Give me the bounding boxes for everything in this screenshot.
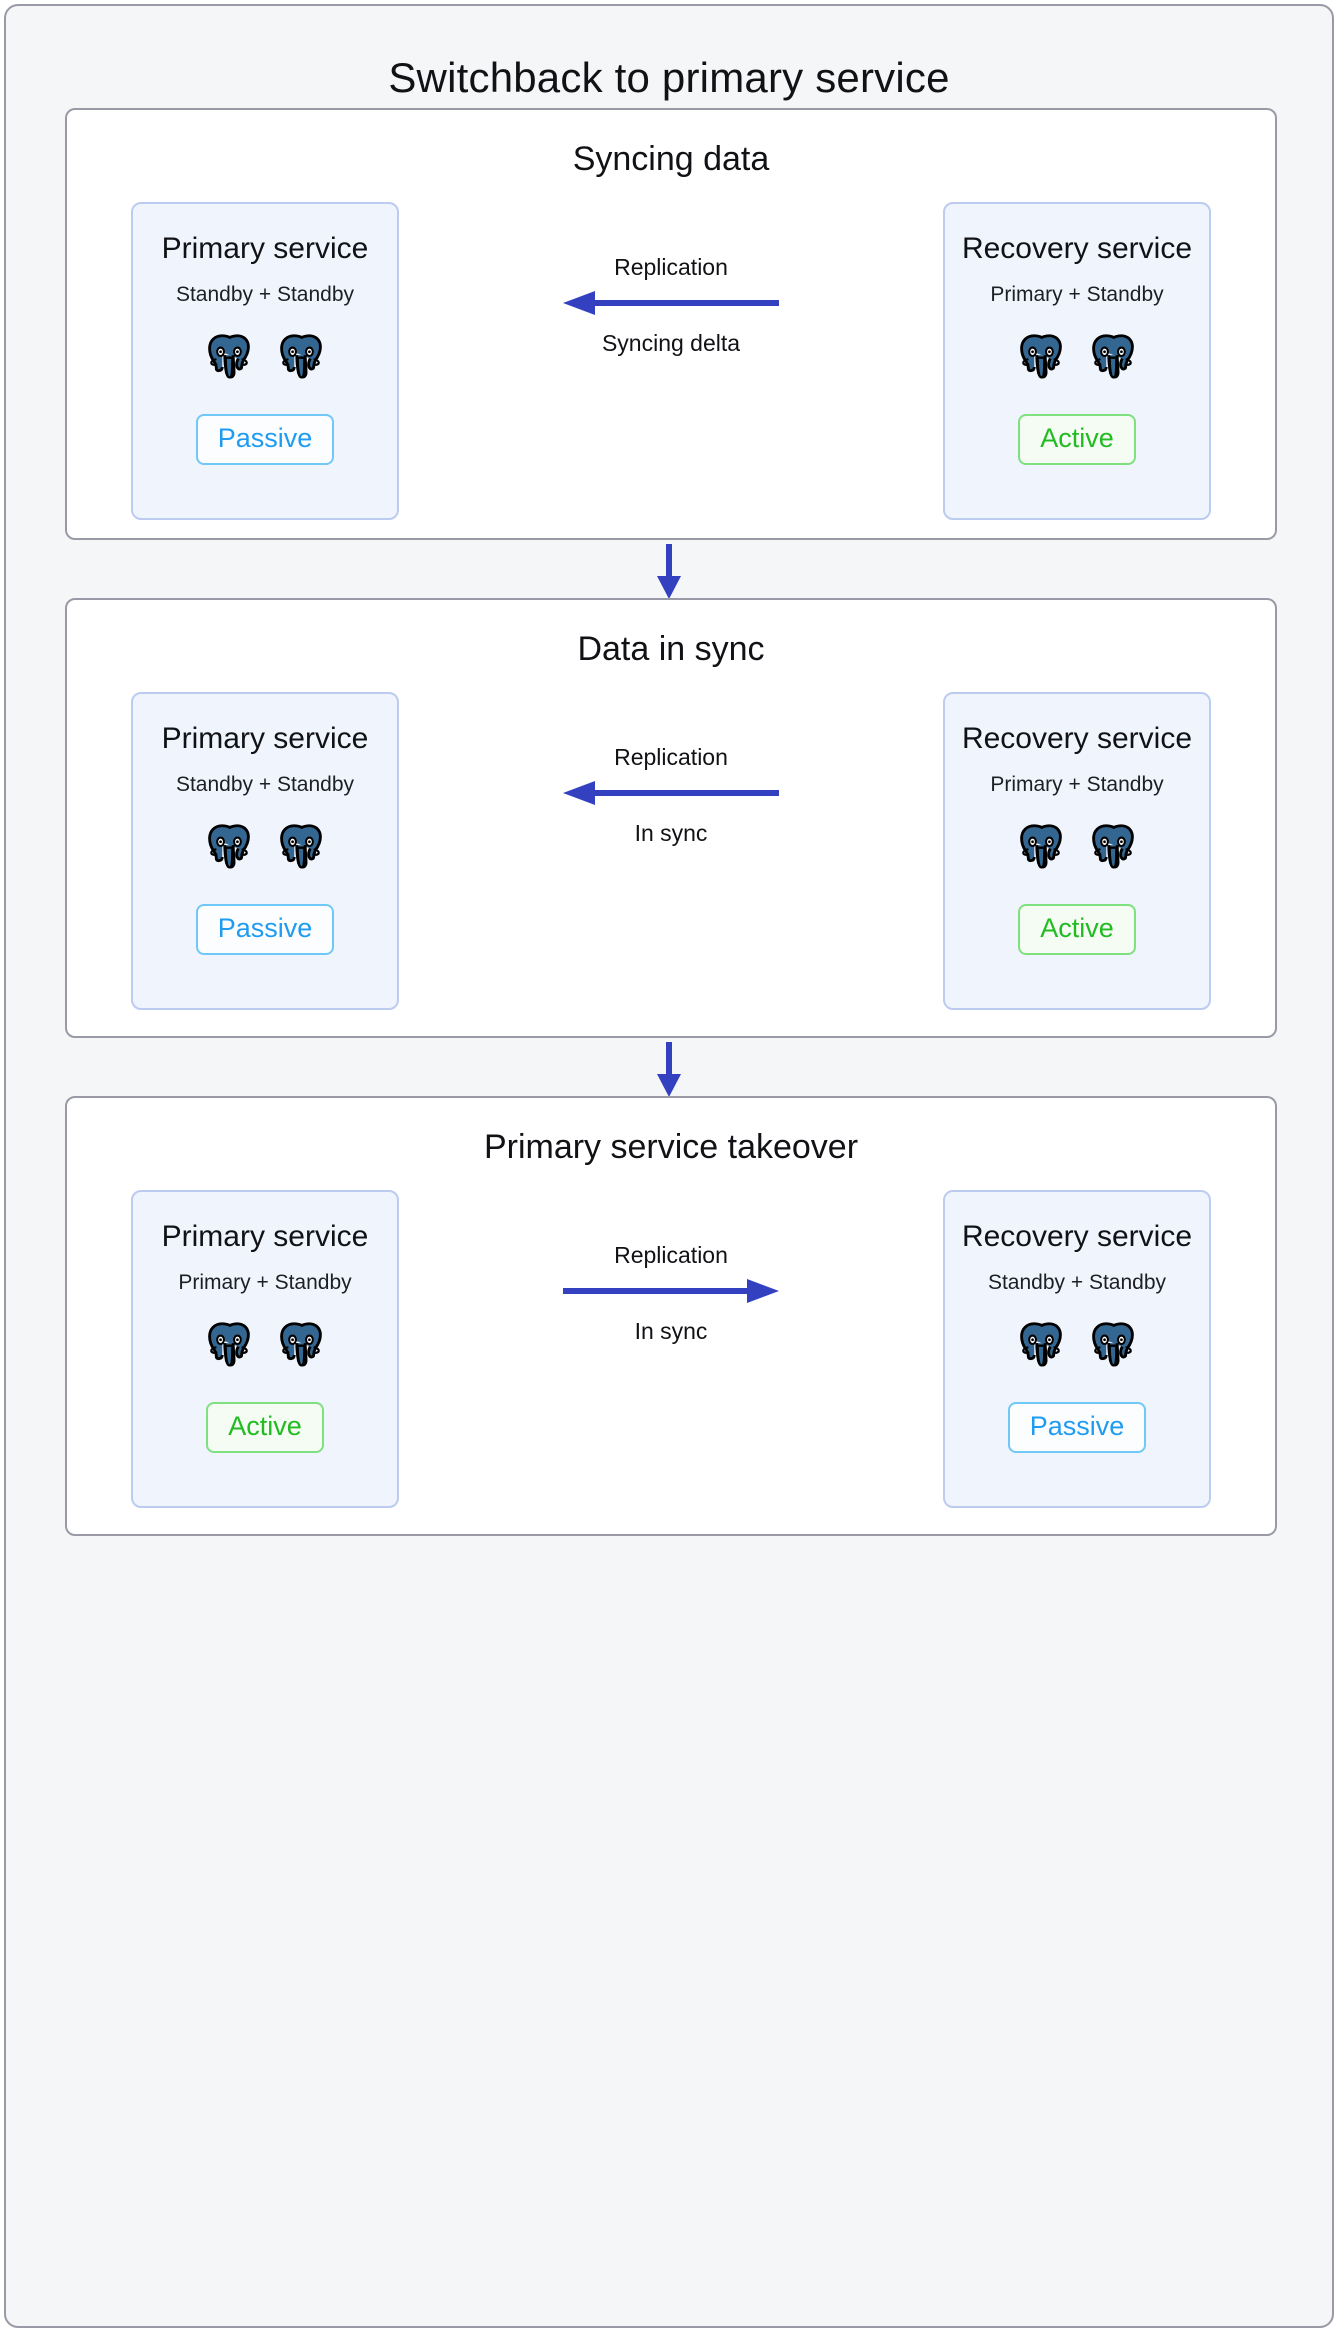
status-badge: Active bbox=[206, 1402, 324, 1454]
status-badge: Passive bbox=[195, 414, 335, 466]
service-name: Primary service bbox=[161, 1220, 369, 1253]
service-name: Recovery service bbox=[961, 232, 1193, 265]
replication-connector: Replication In sync bbox=[399, 692, 943, 1010]
recovery-service-box[interactable]: Recovery service Primary + Standby bbox=[943, 202, 1211, 520]
replication-connector: Replication Syncing delta bbox=[399, 202, 943, 520]
node-group bbox=[1014, 1317, 1140, 1376]
stage-panel: Primary service takeover Primary service… bbox=[65, 1096, 1277, 1536]
stage-panel: Data in sync Primary service Standby + S… bbox=[65, 598, 1277, 1038]
stage-title: Syncing data bbox=[572, 140, 770, 178]
postgresql-elephant-icon bbox=[202, 1317, 256, 1376]
service-roles: Primary + Standby bbox=[178, 1271, 352, 1294]
stage-title: Data in sync bbox=[577, 630, 765, 668]
postgresql-elephant-icon bbox=[1014, 329, 1068, 388]
service-name: Primary service bbox=[161, 232, 369, 265]
primary-service-box[interactable]: Primary service Standby + Standby bbox=[131, 692, 399, 1010]
service-roles: Standby + Standby bbox=[175, 773, 355, 796]
postgresql-elephant-icon bbox=[274, 819, 328, 878]
node-group bbox=[202, 819, 328, 878]
service-roles: Primary + Standby bbox=[990, 773, 1164, 796]
diagram-title: Switchback to primary service bbox=[388, 54, 950, 101]
status-badge: Passive bbox=[1007, 1402, 1147, 1454]
stage-body: Primary service Standby + Standby bbox=[67, 692, 1275, 1010]
recovery-service-box[interactable]: Recovery service Primary + Standby bbox=[943, 692, 1211, 1010]
replication-sublabel: In sync bbox=[634, 1318, 708, 1344]
primary-service-box[interactable]: Primary service Standby + Standby bbox=[131, 202, 399, 520]
left-arrow-icon bbox=[561, 291, 781, 320]
postgresql-elephant-icon bbox=[1086, 1317, 1140, 1376]
service-roles: Standby + Standby bbox=[175, 283, 355, 306]
service-name: Recovery service bbox=[961, 722, 1193, 755]
replication-label: Replication bbox=[614, 744, 728, 770]
service-slot-left: Primary service Standby + Standby bbox=[131, 692, 399, 1010]
primary-service-box[interactable]: Primary service Primary + Standby bbox=[131, 1190, 399, 1508]
postgresql-elephant-icon bbox=[1086, 329, 1140, 388]
replication-sublabel: In sync bbox=[634, 820, 708, 846]
left-arrow-icon bbox=[561, 781, 781, 810]
node-group bbox=[1014, 329, 1140, 388]
service-slot-right: Recovery service Primary + Standby bbox=[943, 692, 1211, 1010]
stage-body: Primary service Primary + Standby bbox=[67, 1190, 1275, 1508]
recovery-service-box[interactable]: Recovery service Standby + Standby bbox=[943, 1190, 1211, 1508]
node-group bbox=[1014, 819, 1140, 878]
stage-body: Primary service Standby + Standby bbox=[67, 202, 1275, 520]
postgresql-elephant-icon bbox=[1086, 819, 1140, 878]
postgresql-elephant-icon bbox=[274, 329, 328, 388]
stage-title: Primary service takeover bbox=[483, 1128, 859, 1166]
service-slot-right: Recovery service Standby + Standby bbox=[943, 1190, 1211, 1508]
diagram-canvas: Switchback to primary service Syncing da… bbox=[4, 4, 1334, 2328]
postgresql-elephant-icon bbox=[274, 1317, 328, 1376]
service-slot-right: Recovery service Primary + Standby bbox=[943, 202, 1211, 520]
replication-connector: Replication In sync bbox=[399, 1190, 943, 1508]
right-arrow-icon bbox=[561, 1279, 781, 1308]
postgresql-elephant-icon bbox=[202, 329, 256, 388]
down-arrow-icon bbox=[654, 1042, 684, 1098]
service-slot-left: Primary service Standby + Standby bbox=[131, 202, 399, 520]
postgresql-elephant-icon bbox=[1014, 1317, 1068, 1376]
replication-label: Replication bbox=[614, 1242, 728, 1268]
status-badge: Active bbox=[1018, 904, 1136, 956]
node-group bbox=[202, 1317, 328, 1376]
service-roles: Standby + Standby bbox=[987, 1271, 1167, 1294]
status-badge: Passive bbox=[195, 904, 335, 956]
service-roles: Primary + Standby bbox=[990, 283, 1164, 306]
status-badge: Active bbox=[1018, 414, 1136, 466]
postgresql-elephant-icon bbox=[202, 819, 256, 878]
service-slot-left: Primary service Primary + Standby bbox=[131, 1190, 399, 1508]
replication-sublabel: Syncing delta bbox=[601, 330, 741, 356]
down-arrow-icon bbox=[654, 544, 684, 600]
replication-label: Replication bbox=[614, 254, 728, 280]
postgresql-elephant-icon bbox=[1014, 819, 1068, 878]
stage-panel: Syncing data Primary service Standby + S… bbox=[65, 108, 1277, 540]
node-group bbox=[202, 329, 328, 388]
service-name: Primary service bbox=[161, 722, 369, 755]
service-name: Recovery service bbox=[961, 1220, 1193, 1253]
